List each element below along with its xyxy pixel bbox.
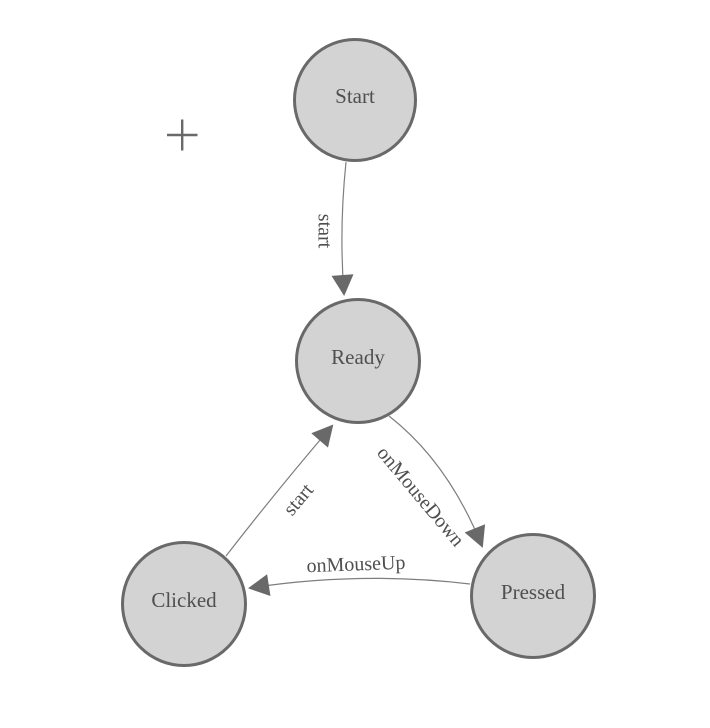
edge-ready-to-pressed[interactable] — [388, 415, 486, 548]
state-node-clicked[interactable]: Clicked — [121, 541, 247, 667]
state-node-start[interactable]: Start — [293, 38, 417, 162]
state-node-start-label: Start — [335, 83, 375, 108]
edge-start-to-ready[interactable] — [331, 161, 354, 296]
crosshair-cursor-icon — [167, 119, 198, 151]
edge-label-pressed-to-clicked[interactable]: onMouseUp — [306, 551, 406, 578]
edge-pressed-to-clicked[interactable] — [248, 574, 471, 596]
state-node-ready[interactable]: Ready — [295, 298, 421, 424]
state-node-ready-label: Ready — [331, 344, 385, 369]
edge-clicked-to-ready[interactable] — [225, 424, 334, 557]
state-node-pressed[interactable]: Pressed — [470, 533, 596, 659]
state-node-clicked-label: Clicked — [151, 587, 217, 612]
state-node-pressed-label: Pressed — [500, 579, 566, 604]
edge-label-start-to-ready[interactable]: start — [313, 213, 336, 249]
